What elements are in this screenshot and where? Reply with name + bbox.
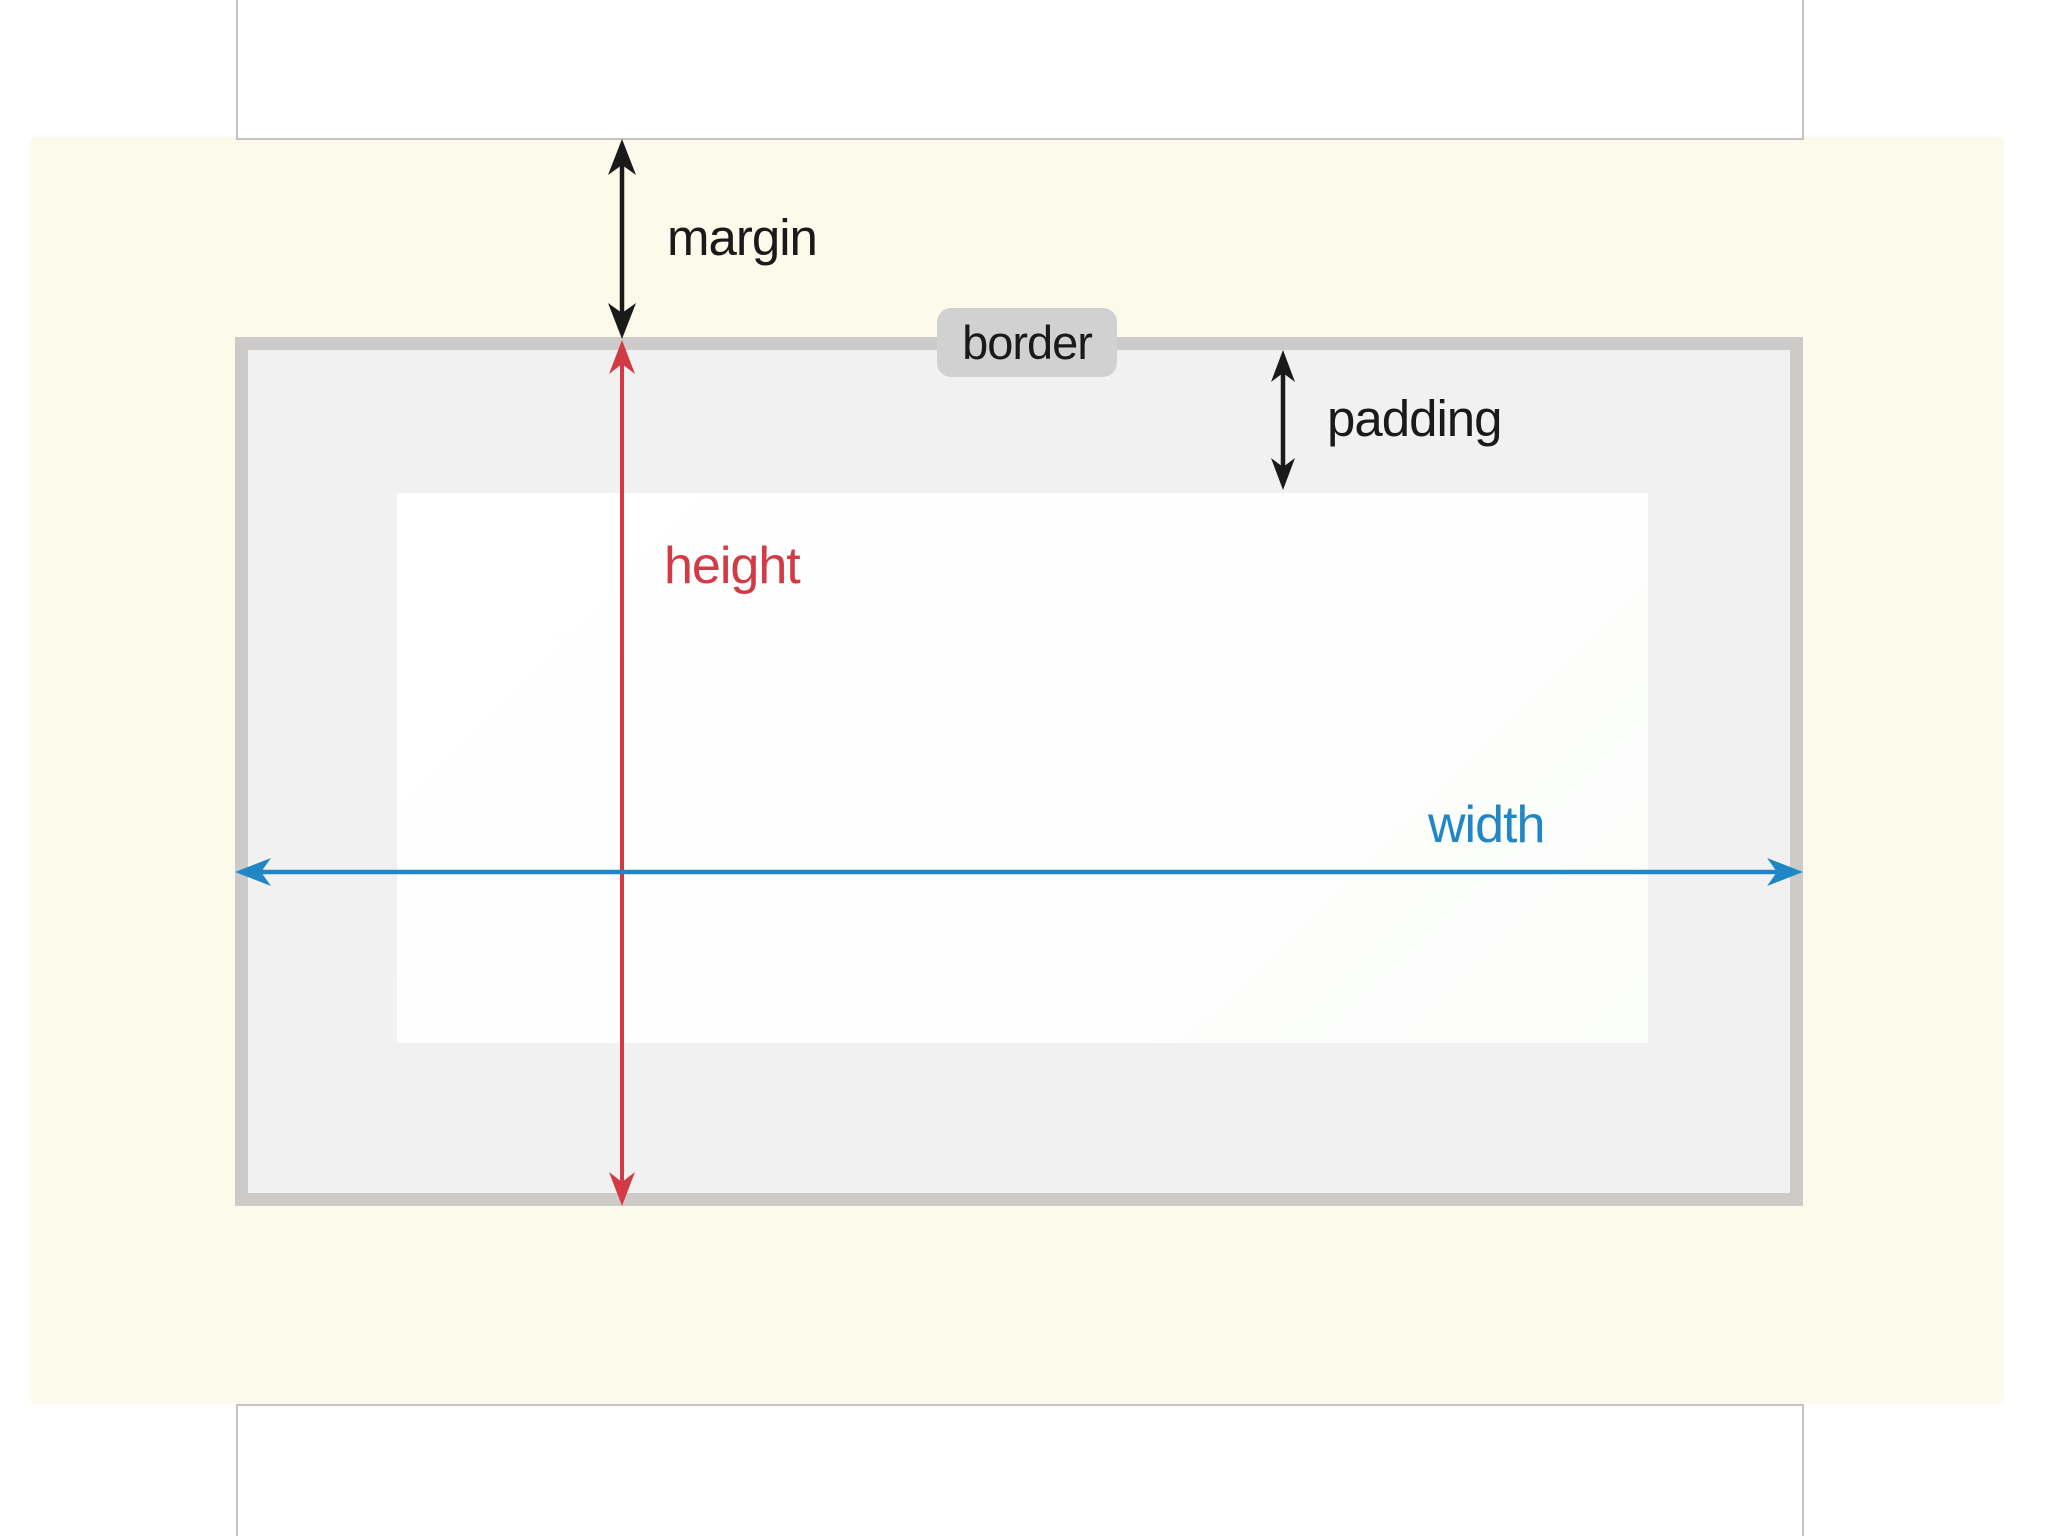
arrowhead-down-icon — [608, 303, 636, 339]
height-arrow-icon — [609, 340, 635, 1206]
width-arrow-icon — [235, 858, 1803, 886]
margin-arrow-icon — [608, 139, 636, 339]
arrowhead-up-icon — [608, 139, 636, 175]
arrowhead-up-icon — [1271, 350, 1295, 382]
arrowhead-down-icon — [1271, 458, 1295, 490]
sibling-block-top — [236, 0, 1804, 140]
padding-label: padding — [1327, 390, 1503, 447]
sibling-block-bottom — [236, 1404, 1804, 1536]
arrowhead-down-icon — [609, 1172, 635, 1206]
border-badge: border — [937, 308, 1117, 377]
padding-arrow-icon — [1271, 350, 1295, 490]
content-box — [397, 493, 1648, 1043]
margin-label: margin — [667, 209, 818, 266]
arrowhead-right-icon — [1767, 858, 1803, 886]
arrowhead-up-icon — [609, 340, 635, 374]
width-label: width — [1428, 796, 1545, 854]
height-label: height — [664, 537, 801, 595]
arrowhead-left-icon — [235, 858, 271, 886]
border-label: border — [962, 316, 1093, 369]
